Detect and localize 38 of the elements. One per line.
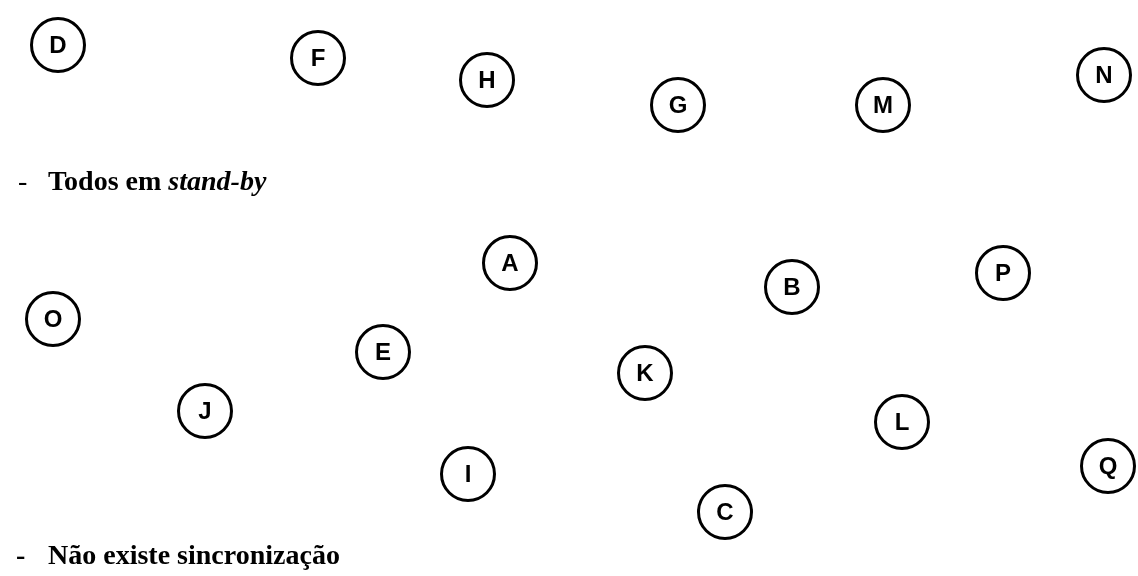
node-letter: P [995,261,1011,285]
circle-node [459,52,515,108]
circle-node [482,235,538,291]
node-letter: D [49,33,67,57]
circle-node [440,446,496,502]
node-letter: J [198,399,212,423]
bullet-dash: - [16,540,26,571]
node-letter: O [43,307,63,331]
circle-node [617,345,673,401]
node-letter: Q [1098,454,1118,478]
bullet-text: Não existe sincronização [48,540,340,571]
circle-node [1076,47,1132,103]
circle-node [355,324,411,380]
node-letter: I [464,462,472,486]
circle-node [764,259,820,315]
circle-node [874,394,930,450]
circle-node [177,383,233,439]
circle-node [1080,438,1136,494]
node-letter: K [636,361,654,385]
node-letter: B [783,275,801,299]
node-letter: G [668,93,688,117]
node-letter: L [894,410,910,434]
node-letter: H [478,68,496,92]
circle-node [697,484,753,540]
node-letter: A [501,251,519,275]
node-letter: M [873,93,893,117]
node-letter: C [716,500,734,524]
node-letter: F [310,46,326,70]
bullet-dash: - [18,166,28,197]
circle-node [290,30,346,86]
circle-node [650,77,706,133]
circle-node [855,77,911,133]
node-letter: E [375,340,391,364]
circle-node [25,291,81,347]
bullet-text: Todos em stand-by [48,166,267,197]
circle-node [975,245,1031,301]
node-letter: N [1095,63,1113,87]
circle-node [30,17,86,73]
